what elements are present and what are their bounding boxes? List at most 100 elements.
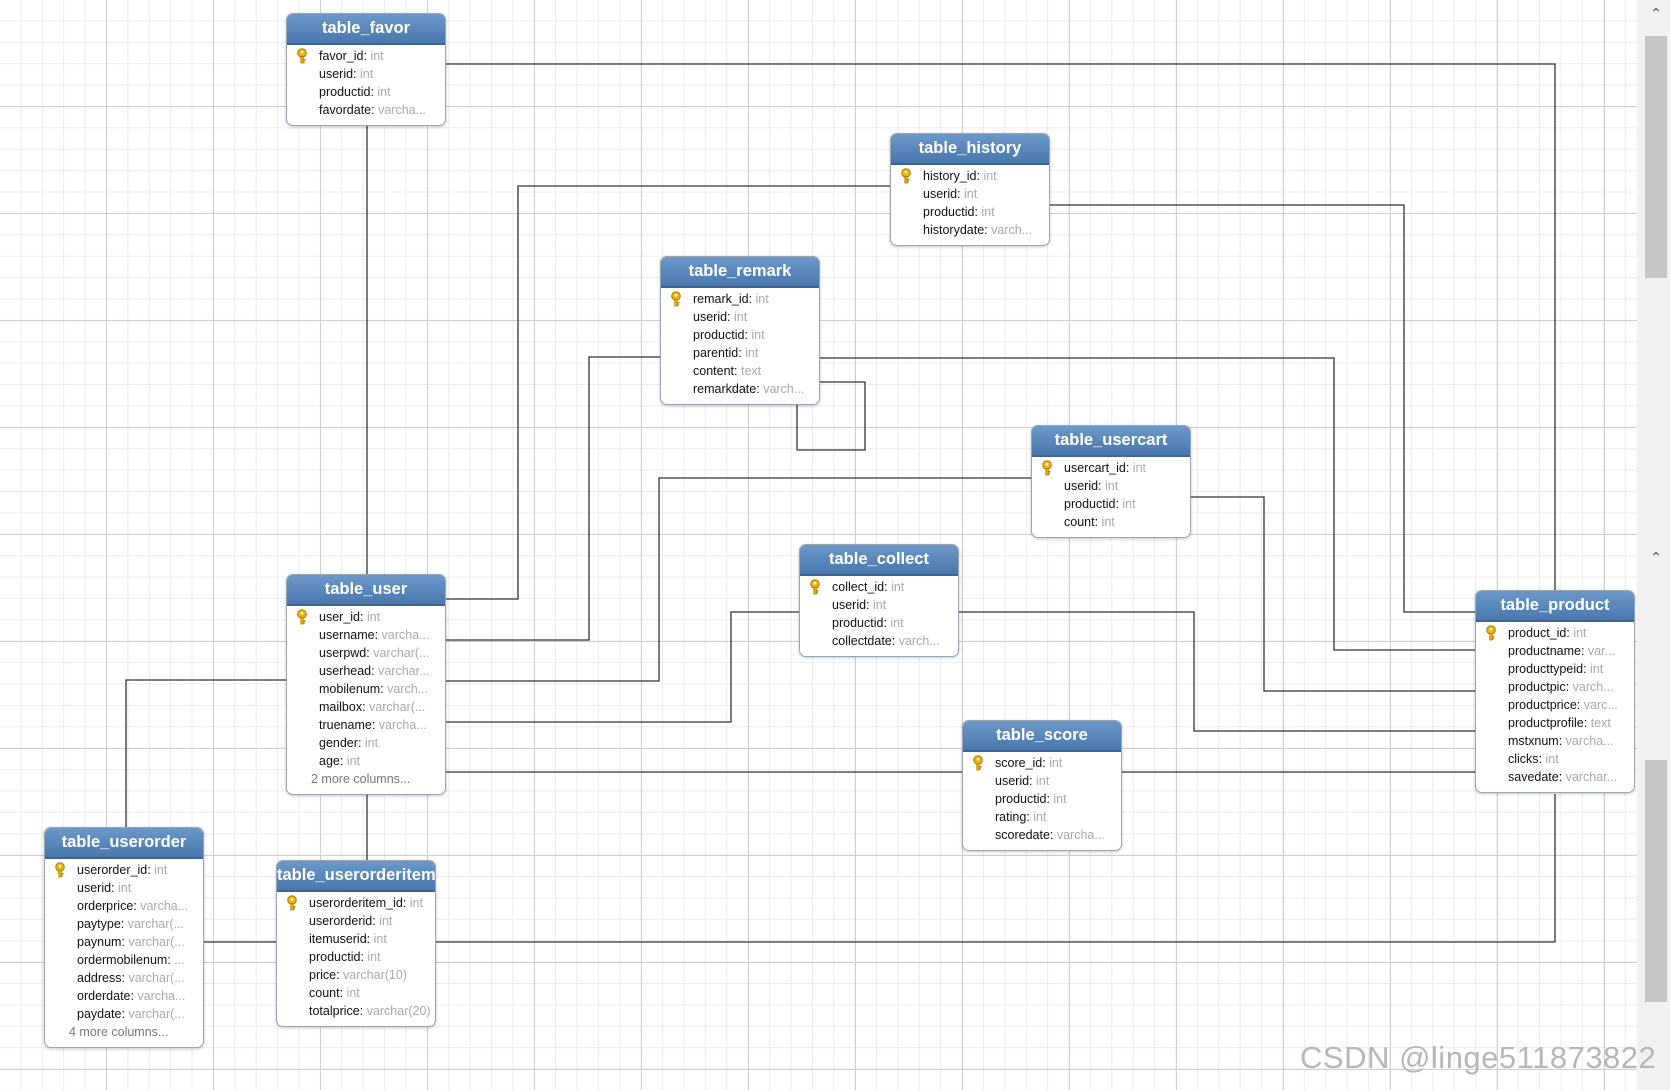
table-column[interactable]: scoredate: varcha... [995, 828, 1105, 842]
table-column[interactable]: age: int [319, 754, 361, 768]
relationship-line[interactable] [446, 356, 660, 641]
table-table-favor[interactable]: table_favor favor_id: int userid: int produ… [286, 13, 446, 126]
table-column[interactable]: productid: int [832, 616, 904, 630]
primary-key-column[interactable]: usercart_id: int [1038, 459, 1186, 477]
table-column[interactable]: truename: varcha... [319, 718, 427, 732]
table-column[interactable]: userid: int [77, 881, 132, 895]
table-column[interactable]: userid: int [1064, 479, 1119, 493]
table-column[interactable]: productname: var... [1508, 644, 1616, 658]
table-table-product[interactable]: table_product product_id: int productname:… [1475, 590, 1635, 793]
table-column[interactable]: userid: int [832, 598, 887, 612]
relationship-line[interactable] [446, 185, 890, 600]
table-column[interactable]: itemuserid: int [309, 932, 387, 946]
table-table-collect[interactable]: table_collect collect_id: int userid: int p… [799, 544, 959, 657]
scrollbar-thumb[interactable] [1645, 760, 1667, 1002]
table-header[interactable]: table_favor [287, 14, 445, 45]
table-column[interactable]: productprice: varc... [1508, 698, 1618, 712]
table-column[interactable]: gender: int [319, 736, 379, 750]
table-column[interactable]: userid: int [923, 187, 978, 201]
table-column[interactable]: productid: int [309, 950, 381, 964]
table-column[interactable]: savedate: varchar... [1508, 770, 1618, 784]
table-column[interactable]: paytype: varchar(... [77, 917, 184, 931]
table-table-score[interactable]: table_score score_id: int userid: int produ… [962, 720, 1122, 851]
primary-key-column[interactable]: remark_id: int [667, 290, 815, 308]
relationship-line[interactable] [436, 794, 1556, 943]
table-column[interactable]: mstxnum: varcha... [1508, 734, 1614, 748]
table-column[interactable]: price: varchar(10) [309, 968, 407, 982]
primary-key-column[interactable]: collect_id: int [806, 578, 954, 596]
table-column[interactable]: orderdate: varcha... [77, 989, 186, 1003]
table-column[interactable]: collectdate: varch... [832, 634, 940, 648]
table-column[interactable]: mobilenum: varch... [319, 682, 429, 696]
primary-key-column[interactable]: score_id: int [969, 754, 1117, 772]
table-header[interactable]: table_remark [661, 257, 819, 288]
table-column[interactable]: userid: int [693, 310, 748, 324]
table-column[interactable]: count: int [1064, 515, 1115, 529]
table-column[interactable]: historydate: varch... [923, 223, 1033, 237]
primary-key-column[interactable]: product_id: int [1482, 624, 1630, 642]
table-table-history[interactable]: table_history history_id: int userid: int p… [890, 133, 1050, 246]
table-table-userorderitem[interactable]: table_userorderitem userorderitem_id: int… [276, 860, 436, 1027]
table-table-user[interactable]: table_user user_id: int username: varcha..… [286, 574, 446, 795]
table-column[interactable]: mailbox: varchar(... [319, 700, 426, 714]
table-column[interactable]: paydate: varchar(... [77, 1007, 185, 1021]
table-table-usercart[interactable]: table_usercart usercart_id: int userid: in… [1031, 425, 1191, 538]
table-column[interactable]: orderprice: varcha... [77, 899, 189, 913]
primary-key-column[interactable]: history_id: int [897, 167, 1045, 185]
table-column[interactable]: content: text [693, 364, 762, 378]
scrollbar-thumb[interactable] [1645, 36, 1667, 278]
table-column[interactable]: producttypeid: int [1508, 662, 1604, 676]
more-columns-link[interactable]: 4 more columns... [69, 1025, 169, 1039]
vertical-scrollbar[interactable]: ⌃ ⌃ [1637, 0, 1670, 1090]
table-column[interactable]: userid: int [319, 67, 374, 81]
table-column[interactable]: userpwd: varchar(... [319, 646, 430, 660]
table-table-userorder[interactable]: table_userorder userorder_id: int userid: … [44, 827, 204, 1048]
table-column[interactable]: userorderid: int [309, 914, 393, 928]
relationship-line[interactable] [959, 611, 1475, 732]
table-header[interactable]: table_user [287, 575, 445, 606]
table-header[interactable]: table_collect [800, 545, 958, 576]
table-column[interactable]: productid: int [923, 205, 995, 219]
table-column[interactable]: userhead: varchar... [319, 664, 430, 678]
relationship-line[interactable] [820, 357, 1475, 651]
table-column[interactable]: remarkdate: varch... [693, 382, 805, 396]
relationship-line[interactable] [446, 63, 1556, 590]
table-column[interactable]: productpic: varch... [1508, 680, 1614, 694]
table-column[interactable]: productid: int [693, 328, 765, 342]
relationship-line[interactable] [125, 679, 286, 827]
relationship-line[interactable] [1190, 496, 1475, 692]
table-table-remark[interactable]: table_remark remark_id: int userid: int pro… [660, 256, 820, 405]
table-column[interactable]: productid: int [995, 792, 1067, 806]
table-column[interactable]: parentid: int [693, 346, 759, 360]
relationship-line[interactable] [446, 477, 1031, 682]
primary-key-column[interactable]: user_id: int [293, 608, 441, 626]
table-column[interactable]: username: varcha... [319, 628, 430, 642]
table-column[interactable]: rating: int [995, 810, 1047, 824]
table-column[interactable]: userid: int [995, 774, 1050, 788]
table-header[interactable]: table_userorder [45, 828, 203, 859]
table-column[interactable]: productprofile: text [1508, 716, 1611, 730]
table-header[interactable]: table_score [963, 721, 1121, 752]
table-column[interactable]: productid: int [1064, 497, 1136, 511]
table-column[interactable]: count: int [309, 986, 360, 1000]
primary-key-column[interactable]: userorderitem_id: int [283, 894, 431, 912]
table-header[interactable]: table_history [891, 134, 1049, 165]
table-column[interactable]: clicks: int [1508, 752, 1559, 766]
relationship-line[interactable] [796, 381, 866, 451]
primary-key-column[interactable]: favor_id: int [293, 47, 441, 65]
table-header[interactable]: table_usercart [1032, 426, 1190, 457]
table-column[interactable]: address: varchar(... [77, 971, 185, 985]
table-column[interactable]: ordermobilenum: ... [77, 953, 185, 967]
relationship-line[interactable] [1050, 204, 1475, 613]
scroll-up-arrow-icon[interactable]: ⌃ [1650, 549, 1662, 565]
relationship-line[interactable] [446, 611, 799, 723]
scroll-up-arrow-icon[interactable]: ⌃ [1650, 5, 1662, 21]
table-column[interactable]: productid: int [319, 85, 391, 99]
more-columns-link[interactable]: 2 more columns... [311, 772, 411, 786]
table-column[interactable]: favordate: varcha... [319, 103, 427, 117]
table-header[interactable]: table_product [1476, 591, 1634, 622]
table-column[interactable]: totalprice: varchar(20) [309, 1004, 431, 1018]
table-column[interactable]: paynum: varchar(... [77, 935, 185, 949]
primary-key-column[interactable]: userorder_id: int [51, 861, 199, 879]
table-header[interactable]: table_userorderitem [277, 861, 435, 892]
